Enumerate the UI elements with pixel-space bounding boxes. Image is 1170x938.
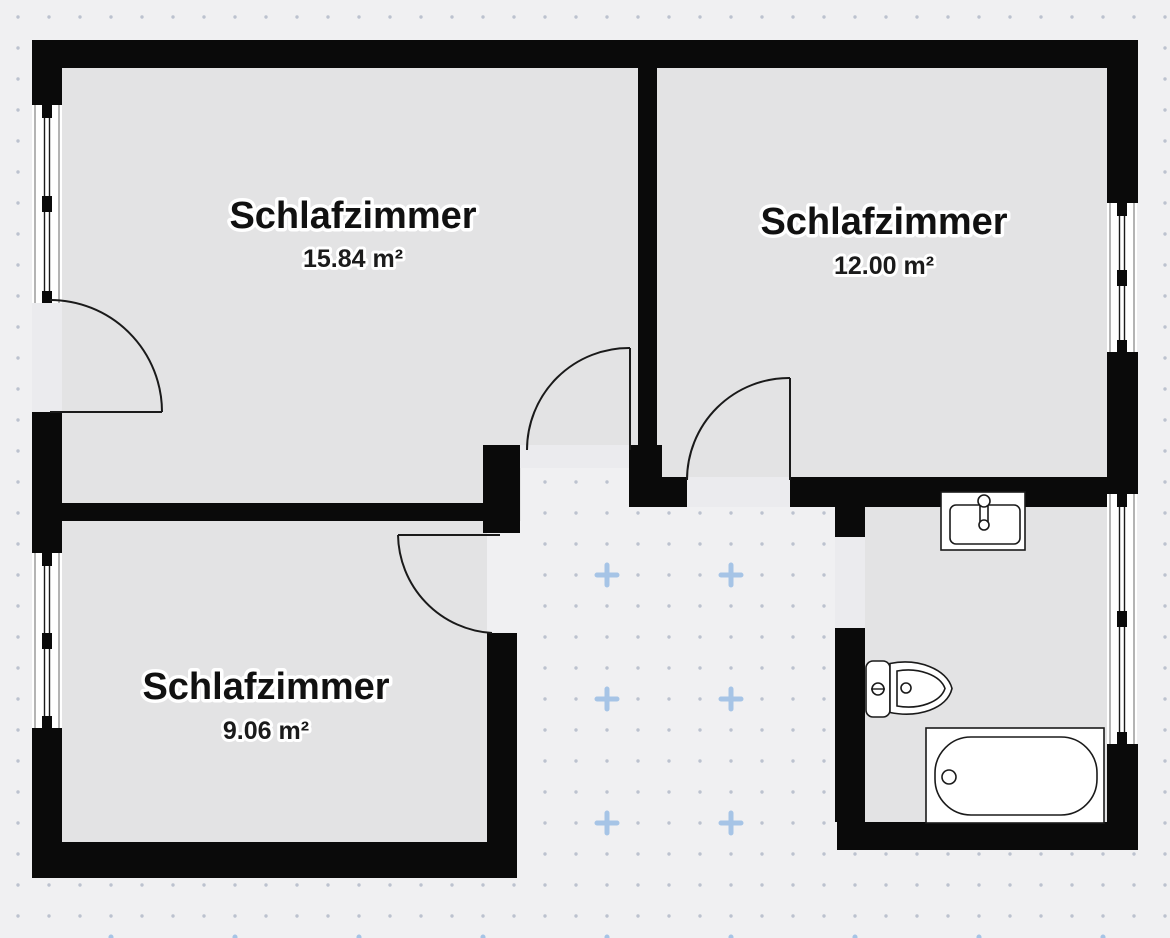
window-icon[interactable]: [32, 553, 62, 728]
wall-right-upper: [1107, 40, 1138, 203]
room-label-bedroom-small: Schlafzimmer: [142, 666, 389, 708]
window-icon[interactable]: [1107, 494, 1137, 744]
door-icon[interactable]: [686, 376, 791, 481]
threshold-bedroom-large-west: [32, 300, 62, 412]
wall-right-middle: [1107, 352, 1138, 494]
window-icon[interactable]: [1107, 203, 1137, 352]
room-area-bedroom-right: 12.00 m²: [834, 252, 934, 280]
threshold-bedroom-right-south: [687, 477, 790, 507]
wall-left-upper: [32, 40, 62, 105]
threshold-bedroom-small-east: [487, 533, 517, 633]
sink-icon[interactable]: [940, 491, 1026, 551]
door-icon[interactable]: [397, 534, 500, 634]
room-label-bedroom-right: Schlafzimmer: [760, 201, 1007, 243]
room-labels: Schlafzimmer 15.84 m² Schlafzimmer 12.00…: [139, 192, 1011, 749]
wall-divider-top-rooms: [638, 68, 657, 445]
toilet-icon[interactable]: [865, 660, 953, 718]
fixtures: [865, 491, 1105, 824]
door-icon[interactable]: [526, 346, 631, 451]
windows: [32, 105, 1137, 744]
window-icon[interactable]: [32, 105, 62, 303]
wall-bathroom-west-upper: [835, 507, 865, 537]
threshold-bedroom-large-south: [520, 445, 629, 468]
wall-bottom-left: [32, 842, 517, 878]
wall-interior-left-thin: [62, 503, 483, 521]
wall-jamb-center-arm: [662, 477, 687, 507]
wall-jamb-left: [483, 445, 520, 533]
room-area-bedroom-small: 9.06 m²: [223, 717, 309, 745]
wall-bathroom-bottom: [837, 822, 1138, 850]
room-label-bedroom-large: Schlafzimmer: [229, 195, 476, 237]
doors: [49, 299, 791, 634]
wall-top: [32, 40, 1138, 68]
room-bedroom-right-floor[interactable]: [650, 68, 1107, 507]
wall-left-middle: [32, 412, 62, 553]
door-icon[interactable]: [49, 299, 163, 413]
room-bedroom-small-floor[interactable]: [62, 520, 488, 842]
room-area-bedroom-large: 15.84 m²: [303, 245, 403, 273]
bathtub-icon[interactable]: [925, 727, 1105, 824]
wall-jamb-center: [629, 445, 662, 507]
thresholds: [32, 300, 865, 633]
threshold-bathroom-west: [835, 537, 865, 628]
room-floors: [62, 68, 1107, 842]
room-bedroom-large-floor[interactable]: [62, 68, 640, 521]
wall-bedroom-small-east: [487, 633, 517, 842]
walls: [32, 40, 1138, 878]
wall-bathroom-west-lower: [835, 628, 865, 822]
